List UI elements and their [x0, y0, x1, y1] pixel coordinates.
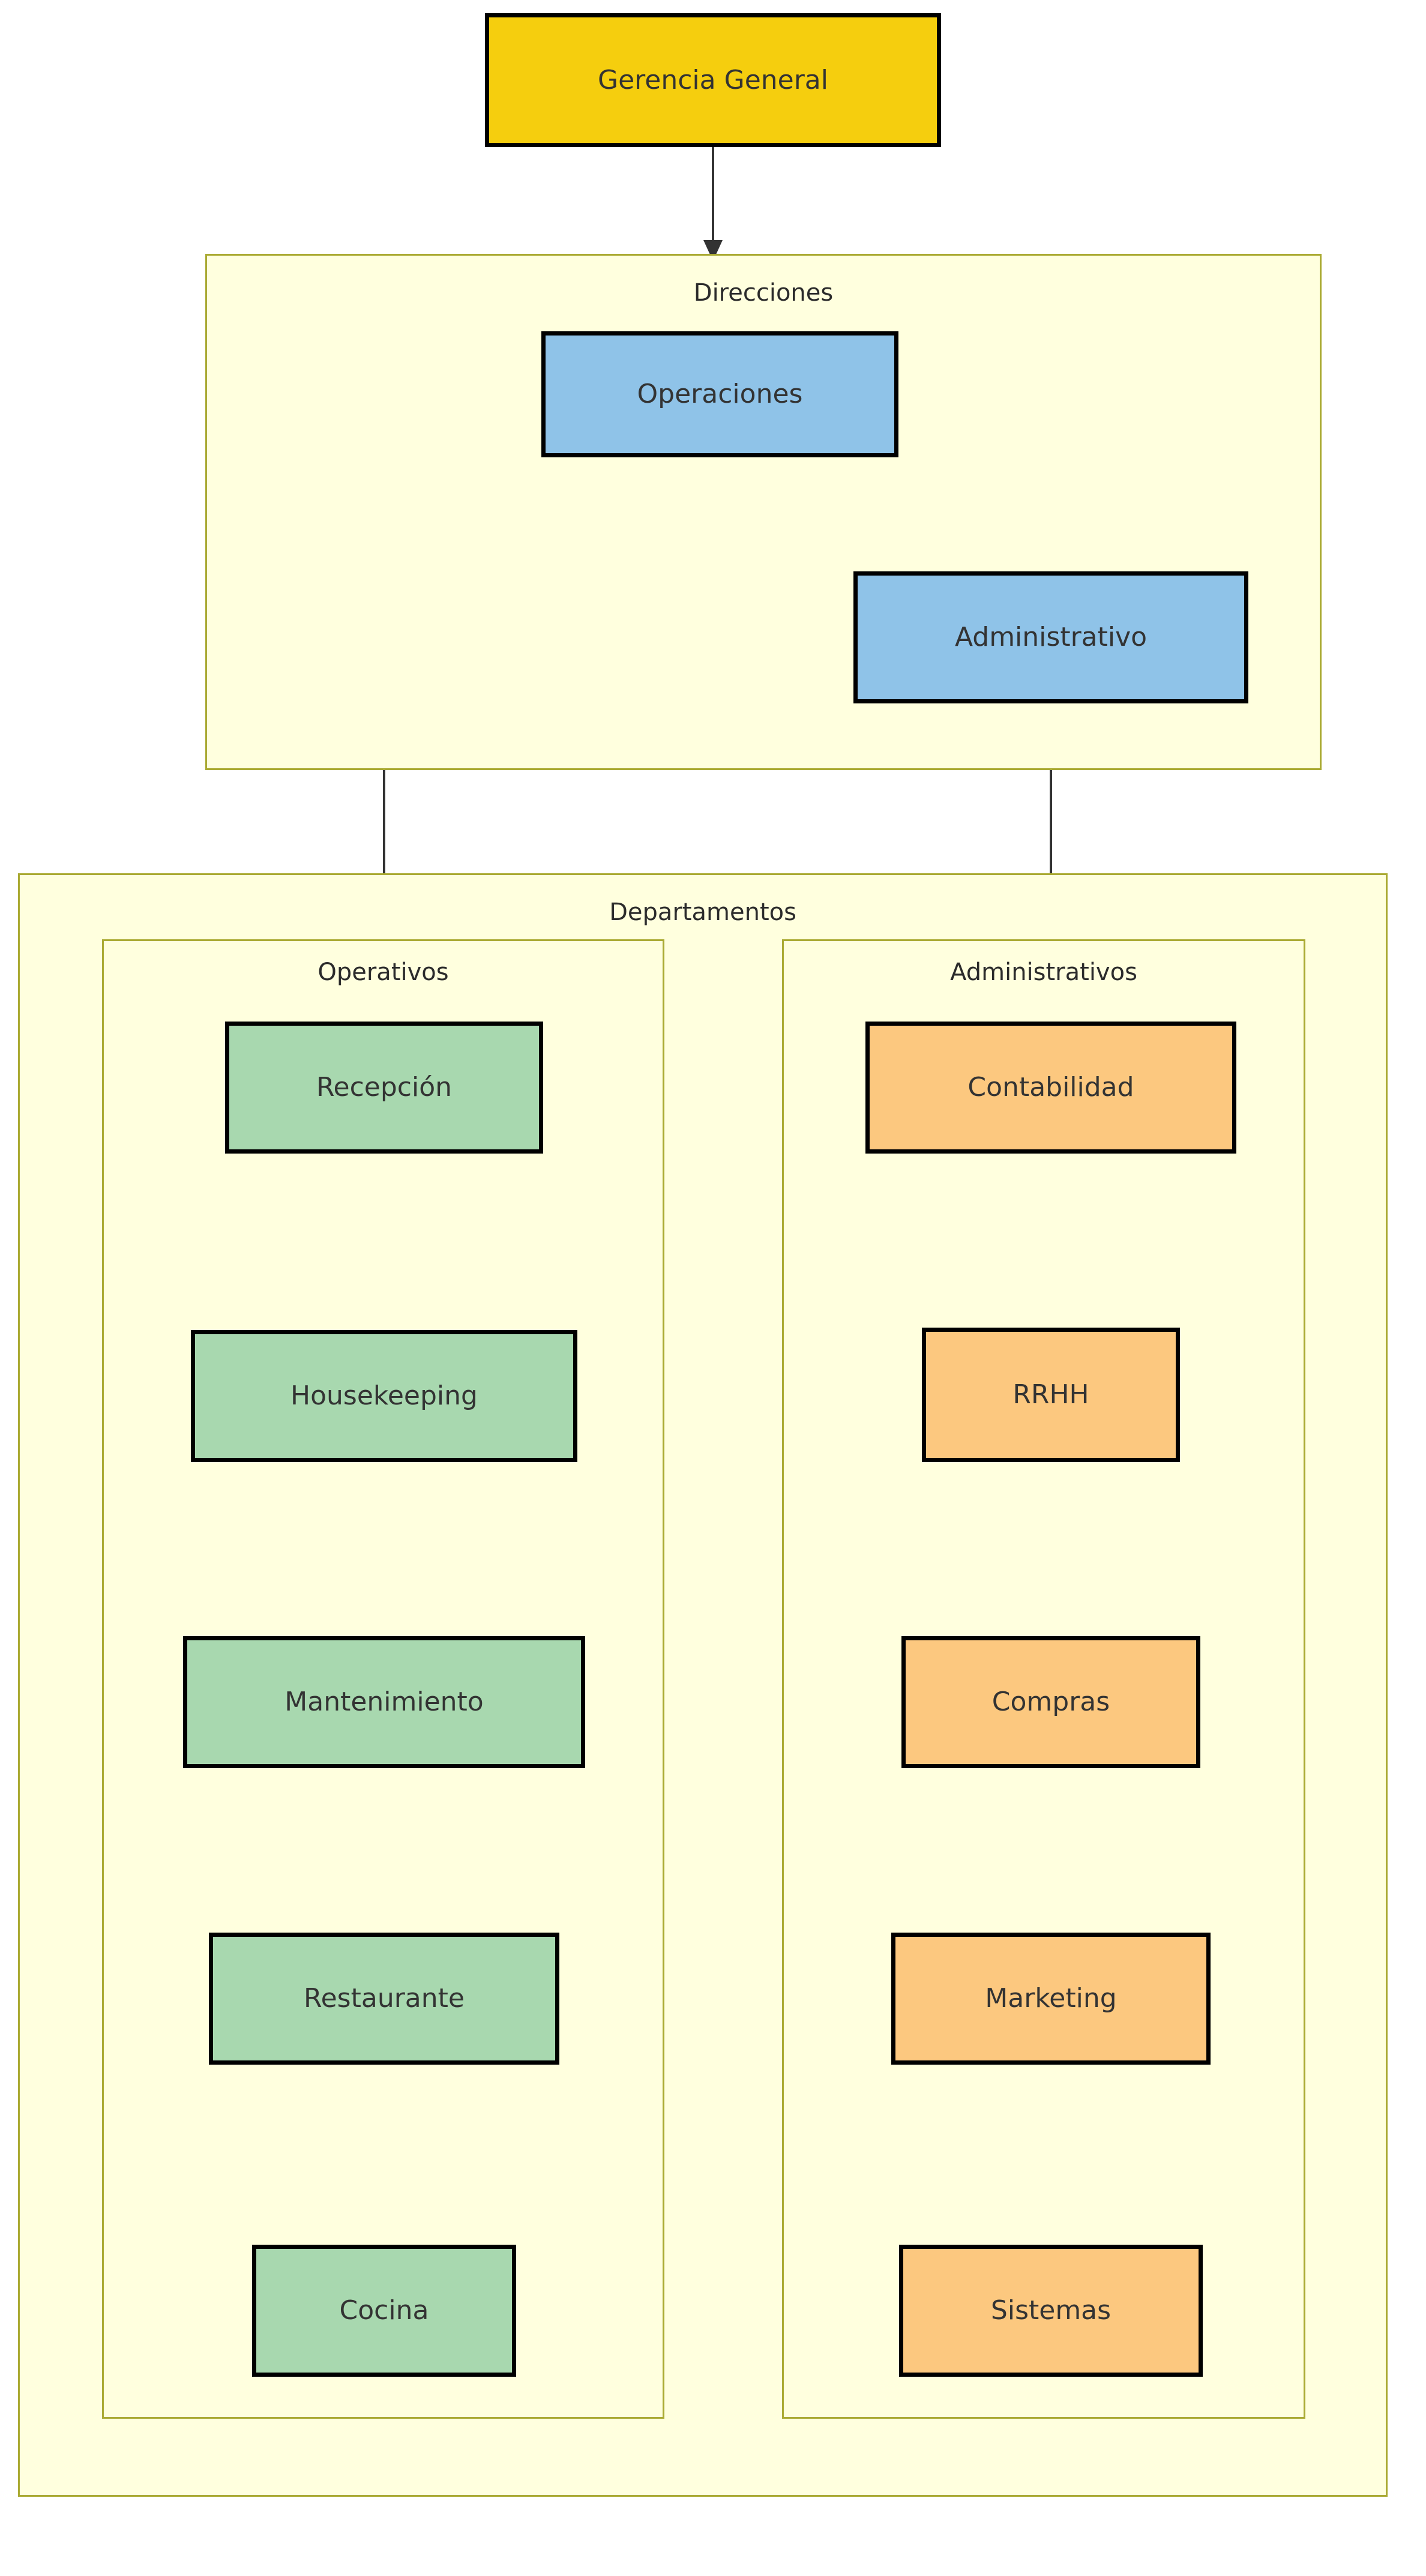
node-label: Contabilidad [967, 1072, 1134, 1103]
node-marketing[interactable]: Marketing [891, 1933, 1211, 2065]
node-gerencia-general[interactable]: Gerencia General [485, 13, 941, 147]
cluster-title-administrativos: Administrativos [950, 958, 1137, 986]
node-label: Marketing [985, 1983, 1117, 2014]
node-recepcion[interactable]: Recepción [225, 1022, 543, 1154]
node-label: Restaurante [304, 1983, 465, 2014]
node-label: Recepción [316, 1072, 453, 1103]
node-housekeeping[interactable]: Housekeeping [191, 1330, 577, 1462]
node-restaurante[interactable]: Restaurante [209, 1933, 559, 2065]
cluster-title-departamentos: Departamentos [609, 898, 796, 926]
cluster-title-direcciones: Direcciones [693, 279, 834, 307]
node-label: Operaciones [637, 379, 803, 409]
node-sistemas[interactable]: Sistemas [899, 2245, 1203, 2377]
node-label: Compras [991, 1687, 1110, 1717]
node-operaciones[interactable]: Operaciones [541, 331, 898, 457]
node-compras[interactable]: Compras [901, 1636, 1200, 1768]
node-mantenimiento[interactable]: Mantenimiento [183, 1636, 585, 1768]
node-label: Administrativo [954, 622, 1148, 652]
node-label: Cocina [339, 2295, 429, 2326]
node-contabilidad[interactable]: Contabilidad [865, 1022, 1236, 1154]
node-label: Mantenimiento [284, 1687, 484, 1717]
node-rrhh[interactable]: RRHH [922, 1328, 1180, 1462]
node-label: RRHH [1012, 1379, 1089, 1410]
node-administrativo[interactable]: Administrativo [853, 571, 1248, 703]
node-cocina[interactable]: Cocina [252, 2245, 516, 2377]
node-label: Gerencia General [597, 64, 828, 95]
edge-gerencia-to-direcciones [703, 147, 723, 261]
node-label: Housekeeping [290, 1380, 478, 1411]
cluster-title-operativos: Operativos [317, 958, 449, 986]
node-label: Sistemas [990, 2295, 1112, 2326]
